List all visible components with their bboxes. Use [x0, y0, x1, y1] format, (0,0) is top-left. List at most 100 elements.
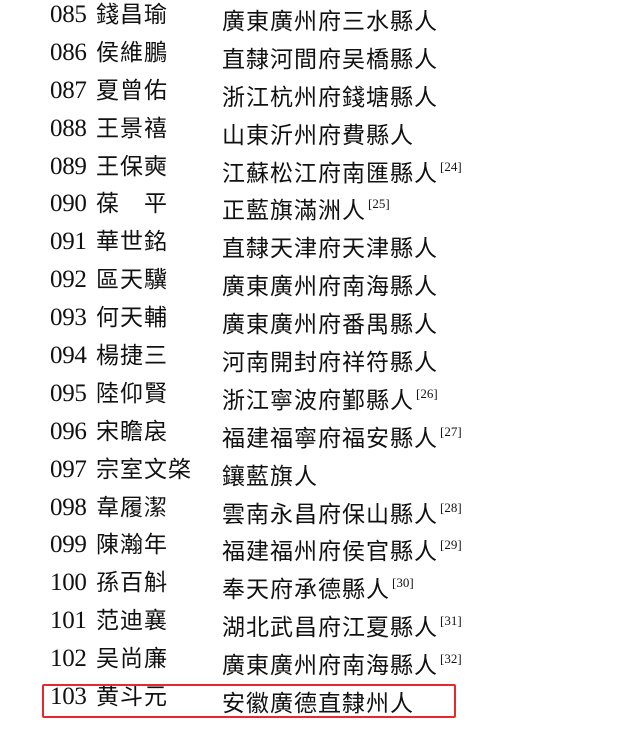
list-item: 087 夏曾佑 浙江杭州府錢塘縣人 [50, 76, 610, 114]
entry-number: 087 [50, 76, 87, 104]
list-item: 097 宗室文棨 鑲藍旗人 [50, 455, 610, 493]
list-item: 092 區天驥 廣東廣州府南海縣人 [50, 265, 610, 303]
footnote-ref: [29] [440, 537, 462, 553]
origin-text: 廣東廣州府三水縣人 [222, 9, 438, 35]
entry-number: 093 [50, 304, 87, 332]
entry-number: 100 [50, 569, 87, 597]
list-item-highlighted: 103 黄斗元 安徽廣德直隸州人 [50, 682, 610, 720]
origin-text: 鑲藍旗人 [222, 463, 318, 490]
entry-origin: 山東沂州府費縣人 [222, 114, 416, 151]
entry-name: 黄斗元 [96, 684, 168, 711]
origin-text: 浙江杭州府錢塘縣人 [222, 84, 438, 111]
origin-text: 正藍旗滿洲人 [222, 198, 366, 225]
entry-origin: 福建福州府侯官縣人[29] [222, 530, 462, 567]
entry-number: 096 [50, 417, 87, 445]
entry-name: 楊捷三 [96, 343, 168, 370]
entry-origin: 鑲藍旗人 [222, 455, 320, 492]
origin-text: 湖北武昌府江夏縣人 [222, 615, 438, 642]
entry-name: 華世銘 [96, 229, 168, 256]
entry-name: 侯維鵬 [96, 39, 168, 66]
origin-text: 廣東廣州府南海縣人 [222, 653, 438, 680]
origin-text: 廣東廣州府番禺縣人 [222, 312, 438, 339]
origin-text: 江蘇松江府南匯縣人 [222, 160, 438, 187]
entry-name: 葆 平 [96, 191, 168, 218]
entry-origin: 福建福寧府福安縣人[27] [222, 417, 462, 454]
entry-origin: 雲南永昌府保山縣人[28] [222, 493, 462, 530]
footnote-ref: [31] [440, 613, 462, 629]
entry-origin: 直隸河間府吴橋縣人 [222, 38, 440, 75]
origin-text: 雲南永昌府保山縣人 [222, 501, 438, 528]
list-item: 091 華世銘 直隸天津府天津縣人 [50, 227, 610, 265]
origin-text: 奉天府承德縣人 [222, 577, 390, 604]
entry-name: 錢昌瑜 [96, 2, 168, 28]
entry-number: 088 [50, 114, 87, 142]
entry-origin: 安徽廣德直隸州人 [222, 682, 416, 719]
list-item: 096 宋瞻扆 福建福寧府福安縣人[27] [50, 417, 610, 455]
footnote-ref: [30] [392, 575, 414, 591]
footnote-ref: [27] [440, 423, 462, 439]
entry-origin: 河南開封府祥符縣人 [222, 341, 440, 378]
roster-list: 085 錢昌瑜 廣東廣州府三水縣人 086 侯維鵬 直隸河間府吴橋縣人 087 … [50, 0, 610, 720]
list-item: 102 吴尚廉 廣東廣州府南海縣人[32] [50, 644, 610, 682]
entry-name: 宗室文棨 [96, 456, 192, 483]
entry-number: 094 [50, 342, 87, 370]
origin-text: 河南開封府祥符縣人 [222, 350, 438, 377]
entry-name: 范迪襄 [96, 608, 168, 635]
entry-name: 何天輔 [96, 305, 168, 332]
list-item: 095 陸仰賢 浙江寧波府鄞縣人[26] [50, 379, 610, 417]
entry-name: 陸仰賢 [96, 380, 168, 407]
entry-number: 089 [50, 152, 87, 180]
footnote-ref: [26] [416, 385, 438, 401]
list-item: 085 錢昌瑜 廣東廣州府三水縣人 [50, 0, 610, 38]
list-item: 090 葆 平 正藍旗滿洲人[25] [50, 189, 610, 227]
origin-text: 山東沂州府費縣人 [222, 122, 414, 149]
entry-name: 區天驥 [96, 267, 168, 294]
entry-number: 091 [50, 228, 87, 256]
list-item: 088 王景禧 山東沂州府費縣人 [50, 114, 610, 152]
list-item: 098 韋履潔 雲南永昌府保山縣人[28] [50, 493, 610, 531]
list-item: 101 范迪襄 湖北武昌府江夏縣人[31] [50, 606, 610, 644]
origin-text: 福建福寧府福安縣人 [222, 425, 438, 452]
entry-origin: 奉天府承德縣人[30] [222, 568, 414, 605]
entry-origin: 湖北武昌府江夏縣人[31] [222, 606, 462, 643]
origin-text: 福建福州府侯官縣人 [222, 539, 438, 566]
entry-name: 孫百斛 [96, 570, 168, 597]
list-item: 094 楊捷三 河南開封府祥符縣人 [50, 341, 610, 379]
entry-origin: 廣東廣州府南海縣人 [222, 265, 440, 302]
list-item: 099 陳瀚年 福建福州府侯官縣人[29] [50, 530, 610, 568]
footnote-ref: [32] [440, 651, 462, 667]
footnote-ref: [28] [440, 499, 462, 515]
entry-origin: 正藍旗滿洲人[25] [222, 189, 390, 226]
origin-text: 浙江寧波府鄞縣人 [222, 387, 414, 414]
entry-number: 103 [50, 683, 87, 711]
origin-text: 安徽廣德直隸州人 [222, 691, 414, 718]
entry-origin: 浙江杭州府錢塘縣人 [222, 76, 440, 113]
entry-origin: 廣東廣州府南海縣人[32] [222, 644, 462, 681]
entry-origin: 江蘇松江府南匯縣人[24] [222, 152, 462, 189]
entry-number: 102 [50, 645, 87, 673]
entry-name: 韋履潔 [96, 494, 168, 521]
entry-number: 097 [50, 455, 87, 483]
entry-number: 098 [50, 493, 87, 521]
entry-origin: 浙江寧波府鄞縣人[26] [222, 379, 438, 416]
entry-number: 085 [50, 1, 87, 28]
entry-name: 夏曾佑 [96, 77, 168, 104]
entry-number: 095 [50, 379, 87, 407]
entry-number: 090 [50, 190, 87, 218]
list-item: 089 王保奭 江蘇松江府南匯縣人[24] [50, 152, 610, 190]
entry-name: 陳瀚年 [96, 532, 168, 559]
entry-origin: 廣東廣州府三水縣人 [222, 0, 440, 37]
origin-text: 廣東廣州府南海縣人 [222, 274, 438, 301]
list-item: 100 孫百斛 奉天府承德縣人[30] [50, 568, 610, 606]
entry-origin: 廣東廣州府番禺縣人 [222, 303, 440, 340]
entry-number: 086 [50, 38, 87, 66]
origin-text: 直隸天津府天津縣人 [222, 236, 438, 263]
entry-name: 王保奭 [96, 153, 168, 180]
origin-text: 直隸河間府吴橋縣人 [222, 46, 438, 73]
entry-name: 王景禧 [96, 115, 168, 142]
footnote-ref: [24] [440, 158, 462, 174]
entry-number: 099 [50, 531, 87, 559]
footnote-ref: [25] [368, 196, 390, 212]
entry-number: 092 [50, 266, 87, 294]
entry-origin: 直隸天津府天津縣人 [222, 227, 440, 264]
